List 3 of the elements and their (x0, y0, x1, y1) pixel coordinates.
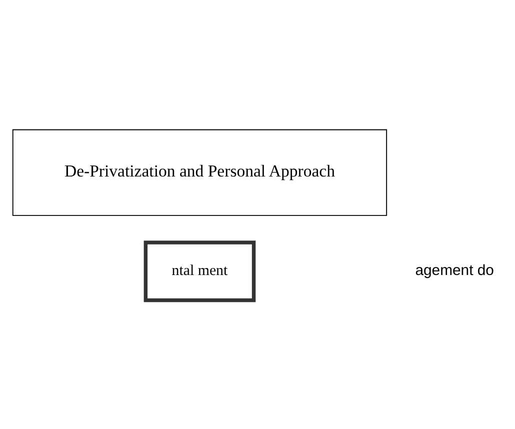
label: agement do (415, 262, 494, 278)
node-box: ntal ment (144, 240, 256, 302)
node-box: De-Privatization and Personal Approach (12, 128, 388, 216)
